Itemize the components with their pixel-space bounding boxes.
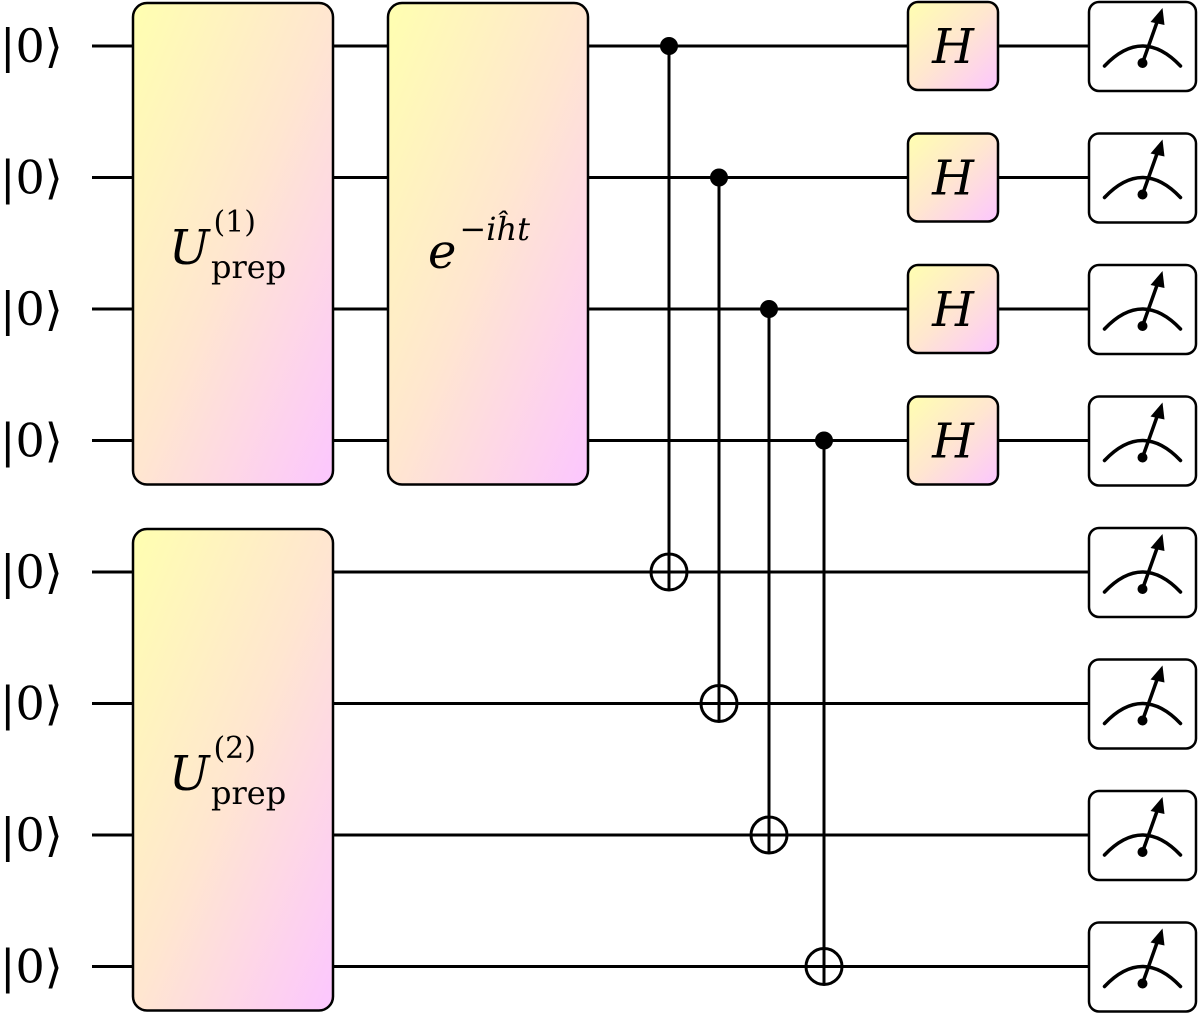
meter-icon — [1102, 964, 1183, 989]
meter-needle — [1140, 410, 1161, 460]
meter-icon — [1102, 307, 1183, 331]
meter-needle — [1140, 16, 1161, 65]
meter-icon — [1102, 570, 1183, 594]
time-evolution-gate — [386, 1, 590, 486]
hadamard-gate — [906, 263, 1000, 355]
meter-needle — [1140, 147, 1161, 197]
qubit-label: |0⟩ — [0, 808, 63, 862]
meter-needle-arrowhead — [1150, 139, 1165, 157]
qubit-labels: |0⟩ |0⟩ |0⟩ |0⟩ |0⟩ |0⟩ |0⟩ |0⟩ — [0, 19, 63, 994]
meter-needle-arrowhead — [1150, 534, 1165, 551]
meter-needle-arrowhead — [1150, 8, 1165, 25]
meter-needle-arrowhead — [1150, 271, 1165, 288]
qubit-label: |0⟩ — [0, 151, 63, 205]
hadamard-label: H — [931, 151, 975, 207]
qubit-label: |0⟩ — [0, 545, 63, 599]
hadamard-label: H — [931, 414, 975, 470]
meter-icon — [1102, 701, 1183, 726]
meter-needle — [1140, 936, 1161, 986]
meter-icon — [1102, 833, 1183, 857]
cnot-control-dot — [760, 300, 778, 318]
qubit-label: |0⟩ — [0, 940, 63, 994]
qubit-label: |0⟩ — [0, 19, 63, 73]
meter-needle — [1140, 542, 1161, 591]
cnot-control-dot — [660, 37, 678, 55]
hadamard-label: H — [931, 282, 975, 338]
meter-needle-arrowhead — [1150, 928, 1165, 946]
prep-gate-2-label: U(2)prep — [169, 731, 286, 812]
time-evolution-label: e−iĥt — [428, 210, 530, 280]
meter-needle — [1140, 673, 1161, 723]
hadamard-gate — [906, 132, 1000, 223]
qubit-label: |0⟩ — [0, 414, 63, 468]
hadamard-gate — [906, 0, 1000, 92]
meter-needle — [1140, 279, 1161, 328]
meter-icon — [1102, 438, 1183, 463]
cnot-control-dot — [815, 431, 833, 450]
meter-icon — [1102, 175, 1183, 200]
prep-gate-1-label: U(1)prep — [169, 205, 286, 286]
hadamard-gate — [906, 395, 1000, 486]
hadamard-label: H — [931, 19, 975, 75]
prep-gate-1 — [131, 1, 335, 486]
meter-needle-arrowhead — [1150, 797, 1165, 814]
qubit-label: |0⟩ — [0, 677, 63, 731]
meter-needle — [1140, 805, 1161, 854]
cnot-control-dot — [710, 168, 728, 187]
meter-icon — [1102, 44, 1183, 68]
prep-gate-2 — [131, 527, 335, 1012]
qubit-label: |0⟩ — [0, 282, 63, 336]
cnot-connectors — [649, 37, 844, 986]
measurements — [1087, 0, 1198, 1013]
meter-needle-arrowhead — [1150, 665, 1165, 683]
meter-needle-arrowhead — [1150, 402, 1165, 420]
